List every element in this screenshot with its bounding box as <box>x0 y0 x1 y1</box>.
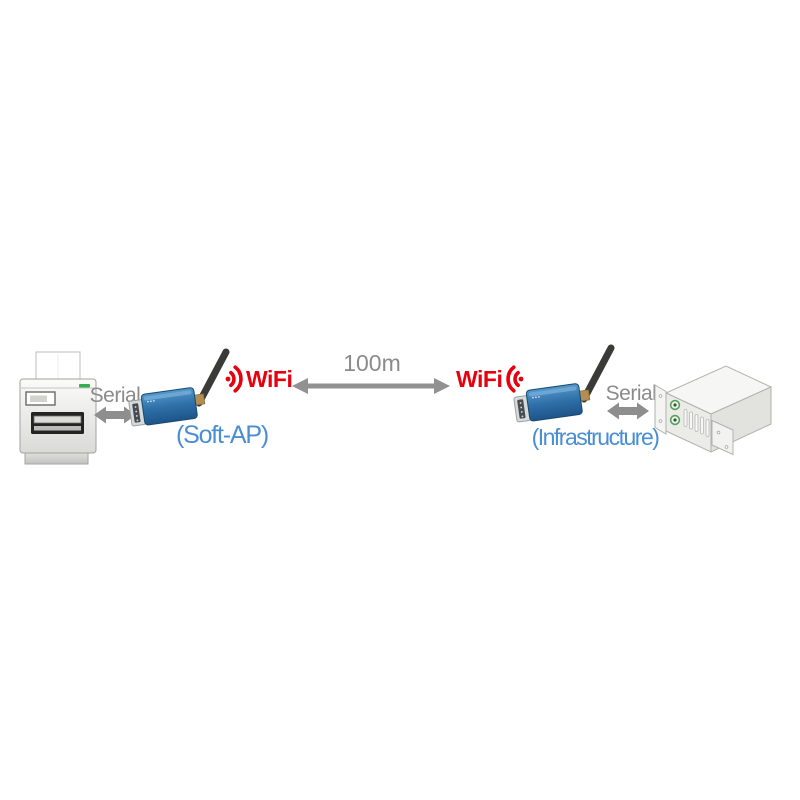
server-rack-ear-left <box>654 384 667 435</box>
server-vents <box>683 409 710 437</box>
wifi-waves-right-icon <box>506 365 524 393</box>
printer-led <box>79 384 90 388</box>
printer-panel <box>25 391 56 406</box>
distance-arrow-icon <box>292 378 450 394</box>
softap-mode-label: (Soft-AP) <box>176 421 269 449</box>
infrastructure-mode-label: (Infrastructure) <box>531 424 660 450</box>
serial-arrow-left-icon <box>94 406 136 424</box>
server-ports <box>669 399 681 426</box>
adapter-body <box>525 383 583 422</box>
db9-connector <box>128 399 147 427</box>
serial-label-left: Serial <box>89 384 141 407</box>
serial-arrow-right-icon <box>607 402 649 420</box>
printer-paper <box>35 351 81 384</box>
serial-label-right: Serial <box>605 382 657 405</box>
printer-output-slot <box>31 412 84 434</box>
wifi-label-right: WiFi <box>456 366 503 392</box>
printer-icon <box>19 351 97 465</box>
distance-label: 100m <box>343 350 401 376</box>
server-rack-ear-right <box>711 419 734 456</box>
rack-server-icon <box>654 365 773 456</box>
wifi-adapter-left-icon <box>128 348 230 427</box>
wifi-waves-left-icon <box>225 365 243 393</box>
adapter-body <box>140 387 198 426</box>
wifi-adapter-right-icon <box>513 344 615 423</box>
wifi-label-left: WiFi <box>246 366 293 392</box>
